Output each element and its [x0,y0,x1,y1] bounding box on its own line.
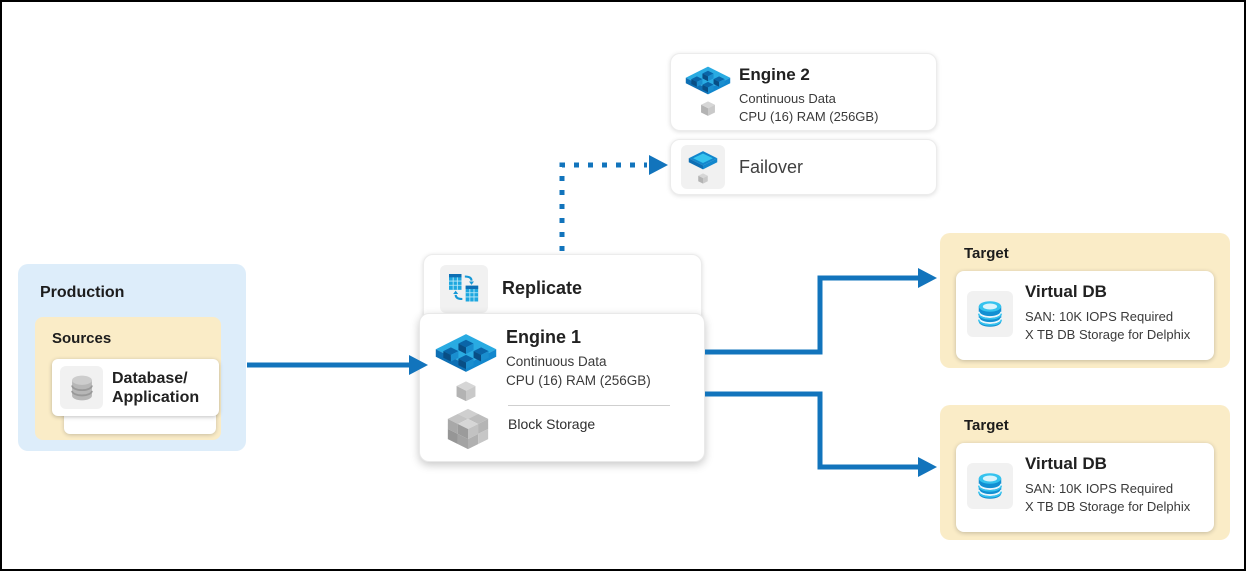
virtual-db-san: SAN: 10K IOPS Required [1025,481,1174,496]
arrowhead-to-target2 [918,457,937,477]
engine-icon [683,63,733,128]
virtual-db-storage: X TB DB Storage for Delphix [1025,499,1191,514]
production-title: Production [40,284,125,301]
engine2-title: Engine 2 [739,65,810,84]
sources-title: Sources [52,330,112,347]
engine2-specs: Continuous Data CPU (16) RAM (256GB) [739,90,878,126]
target1-virtual-db-card: Virtual DB SAN: 10K IOPS Required X TB D… [956,271,1214,360]
virtual-db-icon [967,291,1013,337]
virtual-db-title: Virtual DB [1025,282,1107,301]
arrow-replicate-to-failover-dotted [559,162,647,251]
virtual-db-san: SAN: 10K IOPS Required [1025,309,1174,324]
engine2-continuous-data: Continuous Data [739,91,836,106]
database-label-line2: Application [112,388,200,406]
virtual-db-specs: SAN: 10K IOPS Required X TB DB Storage f… [1025,480,1190,516]
divider [508,405,670,406]
target2-virtual-db-card: Virtual DB SAN: 10K IOPS Required X TB D… [956,443,1214,532]
target1-group: Target Virtual DB SAN: 10K IOPS Required… [940,233,1230,368]
replicate-icon [440,265,488,313]
database-application-card: Database/ Application [52,359,219,416]
failover-icon [681,145,725,189]
block-storage-label: Block Storage [508,416,596,432]
engine1-continuous-data: Continuous Data [506,354,607,369]
engine1-title: Engine 1 [506,327,582,347]
replicate-card: Replicate [423,254,702,324]
production-group: Production Sources Database/ Application [18,264,246,451]
engine-icon [432,330,500,415]
arrowhead-to-target1 [918,268,937,288]
failover-label: Failover [739,156,804,177]
engine1-card: Engine 1 Continuous Data CPU (16) RAM (2… [419,313,705,462]
failover-card: Failover [670,139,937,195]
database-label-line1: Database/ [112,369,188,387]
database-application-label: Database/ Application [112,369,199,407]
virtual-db-specs: SAN: 10K IOPS Required X TB DB Storage f… [1025,308,1190,344]
database-icon [60,366,103,409]
replicate-label: Replicate [502,278,583,298]
virtual-db-title: Virtual DB [1025,454,1107,473]
arrow-engine1-to-target1 [705,275,919,355]
block-storage-icon [444,407,492,456]
sources-group: Sources Database/ Application [35,317,221,440]
target1-title: Target [964,245,1009,262]
virtual-db-icon [967,463,1013,509]
engine2-card: Engine 2 Continuous Data CPU (16) RAM (2… [670,53,937,131]
arrow-engine1-to-target2 [705,391,919,470]
engine2-cpu-ram: CPU (16) RAM (256GB) [739,109,879,124]
engine1-specs: Continuous Data CPU (16) RAM (256GB) [506,352,651,390]
virtual-db-storage: X TB DB Storage for Delphix [1025,327,1191,342]
engine1-cpu-ram: CPU (16) RAM (256GB) [506,373,651,388]
arrowhead-to-failover [649,155,668,175]
target2-title: Target [964,417,1009,434]
target2-group: Target Virtual DB SAN: 10K IOPS Required… [940,405,1230,540]
